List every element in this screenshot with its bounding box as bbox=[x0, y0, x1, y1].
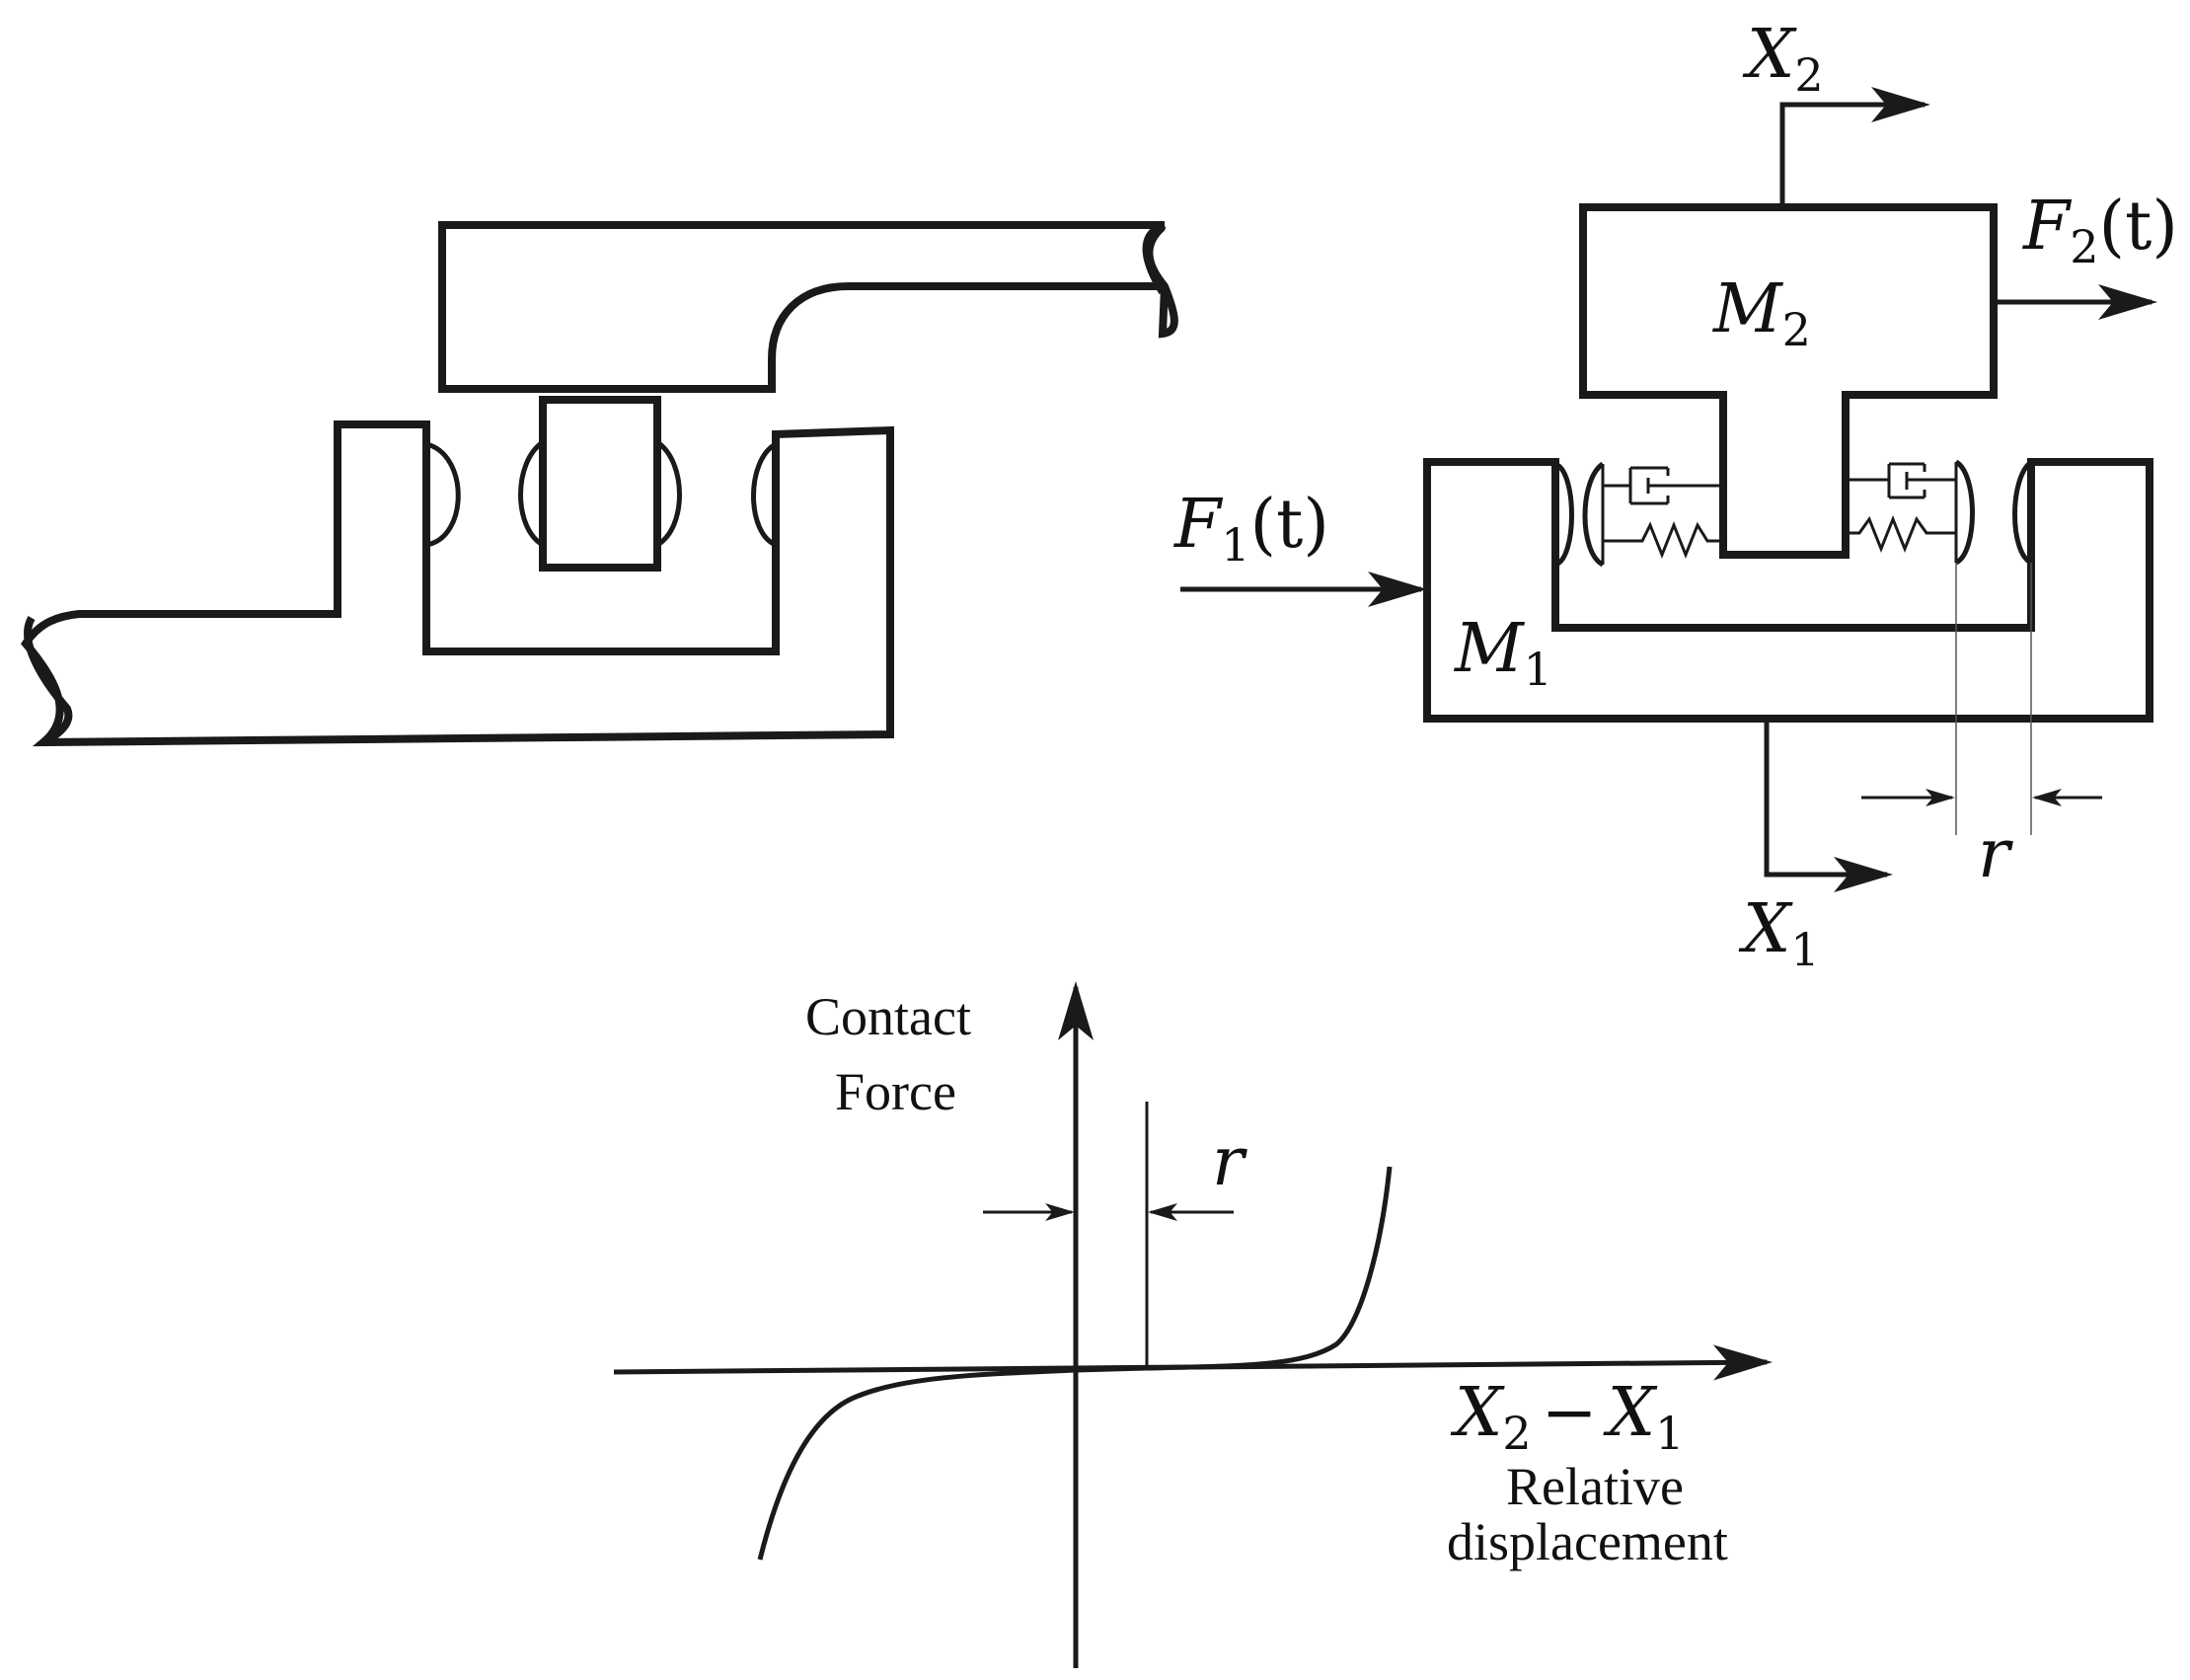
damper-right bbox=[1846, 462, 1956, 499]
upper-arm-break-curve bbox=[1145, 223, 1178, 339]
bumper-right-b bbox=[751, 441, 778, 548]
graph-clearance-label: r bbox=[1212, 1123, 1247, 1201]
bumper-model-right-wall bbox=[2012, 459, 2033, 566]
upper-arm-outline bbox=[438, 221, 1165, 393]
x-axis-expression: X2−X1 bbox=[1450, 1374, 1684, 1460]
bumper-model-left-pad bbox=[1582, 461, 1605, 568]
mass-2-block bbox=[1579, 203, 1998, 559]
x2-label: X2 bbox=[1742, 16, 1824, 102]
x-axis-label-line1: Relative bbox=[1506, 1457, 1684, 1516]
bumper-left-b bbox=[518, 439, 545, 548]
bumper-left-a bbox=[425, 441, 461, 548]
f2-label: F2(t) bbox=[2021, 188, 2178, 273]
lumped-mass-model bbox=[1180, 87, 2157, 892]
x1-reference-line bbox=[1764, 719, 1893, 892]
force-curve-negative bbox=[757, 1367, 1077, 1561]
physical-joint-sketch bbox=[21, 221, 1178, 747]
x2-reference-line bbox=[1779, 87, 1930, 207]
contact-force-graph bbox=[613, 981, 1773, 1668]
upper-arm-pin-block bbox=[539, 396, 661, 572]
bumper-right-a bbox=[655, 439, 682, 548]
model-clearance-label: r bbox=[1978, 815, 2013, 893]
f1-label: F1(t) bbox=[1172, 486, 1329, 572]
x-axis-label-line2: displacement bbox=[1447, 1512, 1728, 1571]
y-axis-label-line2: Force bbox=[835, 1062, 956, 1121]
x1-label: X1 bbox=[1738, 890, 1820, 976]
lower-arm-outline bbox=[21, 420, 894, 747]
y-axis-label-line1: Contact bbox=[805, 987, 971, 1046]
m1-label: M1 bbox=[1453, 610, 1552, 696]
spring-right bbox=[1846, 514, 1956, 554]
spring-left bbox=[1603, 520, 1723, 560]
bumper-model-right-pad bbox=[1954, 459, 1975, 566]
lower-arm-wavy-break bbox=[24, 615, 73, 746]
bumper-model-left-wall bbox=[1553, 461, 1574, 568]
m2-label: M2 bbox=[1711, 270, 1811, 356]
damper-left bbox=[1603, 466, 1723, 505]
force-curve-positive bbox=[1075, 1166, 1393, 1373]
